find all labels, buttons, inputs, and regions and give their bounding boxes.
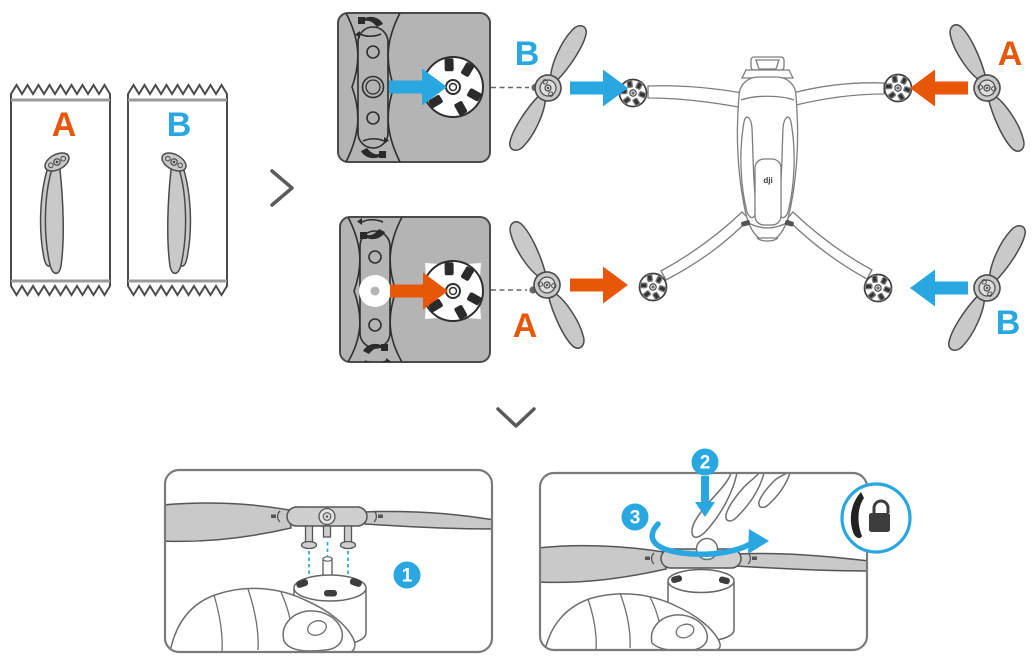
step-3-number: 3 [630, 508, 641, 529]
propeller-a-right: A [910, 20, 1031, 156]
step2-panel: 2 3 [538, 448, 912, 652]
mount-lug-left [304, 525, 314, 543]
motor-closeup-unmarked [337, 12, 491, 163]
padlock-body [869, 513, 890, 532]
mount-lug-right [343, 525, 353, 543]
step1-panel-content [165, 502, 492, 652]
rotate-blade-glyph [850, 492, 864, 539]
blue-arrow-left-icon [910, 269, 968, 307]
holding-hand [169, 587, 356, 652]
propeller-package-b: B [127, 83, 228, 297]
package-a-label: A [52, 106, 77, 144]
drone-arm-rear-left [660, 211, 750, 281]
motor-closeup-marked [339, 216, 491, 363]
prop-b-right-label: B [996, 304, 1021, 342]
step-2-number: 2 [700, 453, 711, 474]
propeller-blade-right [735, 552, 867, 572]
drone-logo: dji [763, 176, 772, 185]
pressing-hand [691, 473, 792, 561]
drone-arm-rear-right [786, 211, 873, 280]
step-1-badge [393, 561, 421, 589]
prop-b-mid-label: B [515, 35, 540, 73]
prop-a-right-label: A [998, 35, 1023, 73]
alignment-dashed-lines [308, 542, 349, 580]
step2-panel-content [540, 473, 867, 650]
drone-motor-rear-right [863, 273, 894, 303]
blue-arrow-to-drone-icon [570, 69, 628, 107]
drone-arm-front-left [647, 85, 745, 109]
padlock-shackle [872, 499, 890, 513]
closeup-box-bottom-content [347, 217, 485, 362]
step1-panel-border [163, 468, 494, 654]
drone-battery-cover [754, 158, 782, 226]
drone-arm-front-right [791, 82, 885, 107]
propeller-b-right: B [910, 220, 1031, 356]
drone-motor-front-left [618, 78, 649, 108]
press-down-arrow-icon [695, 476, 715, 517]
holding-hand [544, 592, 721, 650]
drone-motor-front-right [883, 73, 914, 103]
orange-arrow-to-drone-icon [570, 266, 628, 304]
step-1-number: 1 [402, 566, 413, 587]
step-2-badge [691, 448, 719, 476]
rotate-arrow-icon [649, 521, 769, 558]
chevron-right-icon [270, 169, 294, 207]
motor-top [667, 568, 735, 594]
propeller-package-a: A [10, 83, 111, 297]
chevron-down-icon [496, 407, 536, 428]
lock-icon [840, 482, 912, 554]
closeup-box-top-content [345, 13, 485, 162]
propeller-blade-left [540, 544, 667, 584]
propeller-b-mid: B [504, 20, 628, 156]
drone-top-view: dji [618, 56, 914, 303]
propeller-blade-left [165, 502, 292, 543]
step1-panel: 1 [163, 468, 494, 654]
propeller-blade-right [364, 510, 492, 530]
orange-arrow-left-icon [910, 69, 968, 107]
propeller-a-mid: A [503, 217, 628, 353]
package-b-label: B [167, 106, 192, 144]
drone-motor-rear-left [638, 272, 669, 302]
step-3-badge [621, 503, 649, 531]
motor-top [293, 574, 367, 602]
drone-nose [740, 69, 795, 79]
prop-a-mid-label: A [513, 307, 538, 345]
